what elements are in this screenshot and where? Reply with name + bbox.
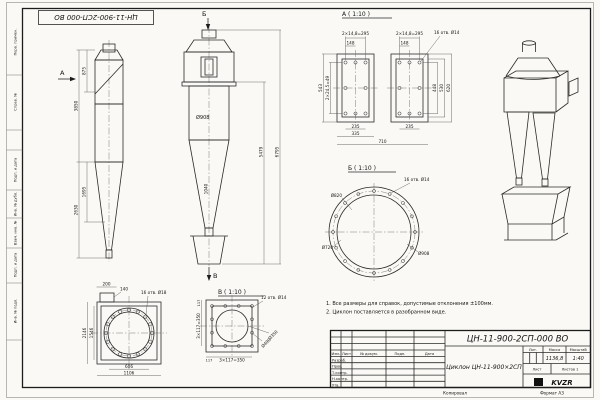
- section-b: Б ( 1:10 ) Ø820 16 отв. Ø14 Ø720 Ø908: [322, 165, 430, 281]
- dim-text: 2146: [82, 327, 87, 338]
- dim-text: Ø490: [260, 337, 272, 349]
- dim-text: 1040: [204, 183, 209, 194]
- dim-text: 6795: [275, 146, 280, 157]
- isometric-view: [500, 40, 579, 241]
- dim-text: 448: [432, 84, 437, 92]
- margin-label: Инв. № дубл.: [14, 192, 18, 217]
- base-detail: 200 140 16 отв. Ø18 2146 1546 606 1106: [82, 282, 167, 376]
- dim-text: 606: [125, 364, 133, 369]
- tb-role: Разраб.: [332, 359, 346, 363]
- tb-role: Т.контр.: [331, 371, 348, 375]
- tb-label: Масштаб: [570, 348, 588, 352]
- margin-column: Перв. примен. Справ. № Подп. и дата Инв.…: [6, 29, 23, 341]
- tb-header: Лист: [342, 352, 351, 356]
- margin-label: Перв. примен.: [14, 29, 18, 56]
- dim-text: 530: [439, 84, 444, 92]
- dim-text: Ø350: [267, 329, 279, 341]
- dim-text: 2630: [74, 204, 79, 215]
- section-a: А ( 1:10 ) 2×14,8=295 2×14,8=295 148 148…: [318, 11, 460, 145]
- tb-label: Масса: [549, 348, 560, 352]
- margin-label: Взам. инв. №: [14, 221, 18, 246]
- margin-label: Инв. № подл.: [14, 299, 18, 324]
- dim-text: 148: [347, 41, 355, 46]
- dim-text: 117: [197, 300, 201, 307]
- tb-role: Утв.: [332, 383, 340, 387]
- dim-text: 235: [406, 124, 414, 129]
- section-v: В ( 1:10 ) 12 отв. Ø14 117 3×117=350 117…: [196, 289, 287, 363]
- dim-text: 875: [82, 67, 87, 75]
- note-line: 2. Циклон поставляется в разобранном вид…: [326, 310, 447, 316]
- tb-product-name: Циклон ЦН-11-900×2СП: [446, 364, 522, 371]
- margin-label: Подп. и дата: [14, 253, 18, 277]
- copied-note: Копировал: [443, 391, 467, 396]
- view-arrow-label-b: Б: [202, 10, 206, 18]
- tb-role: Н.контр.: [332, 377, 348, 381]
- view-front: А 875 3850 1695 2630: [58, 40, 124, 262]
- dim-text: 235: [352, 124, 360, 129]
- holes-note: 16 отв. Ø18: [141, 290, 167, 295]
- dim-text: Ø908: [418, 251, 430, 256]
- dim-text: Ø820: [331, 193, 343, 198]
- dim-text: 335: [352, 131, 360, 136]
- tb-sheets-label: Листов 1: [562, 368, 579, 372]
- sheet-footer: Копировал Формат А3: [443, 391, 564, 396]
- dim-text: 2×14,8=295: [396, 31, 423, 36]
- tb-header: Подп.: [395, 352, 406, 356]
- dim-text: 3×117=350: [196, 313, 201, 339]
- holes-note: 16 отв. Ø14: [434, 30, 460, 35]
- view-main: Б Ø908 1040 В 5479 6795: [181, 10, 281, 281]
- stamp-rotated: ЦН-11-900-2СП-000 ВО: [38, 10, 154, 25]
- section-title: Б ( 1:10 ): [348, 165, 376, 172]
- logo-mark: [534, 378, 543, 386]
- tb-header: Изм.: [331, 352, 339, 356]
- drawing-frame: [6, 2, 594, 398]
- view-arrow-label-a: А: [60, 69, 65, 77]
- dim-text: 543: [318, 84, 323, 92]
- dim-text: 1695: [82, 186, 87, 197]
- title-block: Изм. Лист № докум. Подп. Дата Разраб. Пр…: [329, 329, 592, 389]
- dim-text: 620: [446, 84, 451, 92]
- dim-text: 148: [401, 41, 409, 46]
- dim-text: 1546: [89, 327, 94, 338]
- tb-role: Пров.: [332, 365, 342, 369]
- dim-text: 710: [379, 139, 387, 144]
- dim-text: Ø908: [196, 114, 209, 121]
- tb-label: Лит.: [529, 348, 537, 352]
- tb-mass-value: 1136,8: [546, 356, 564, 362]
- dim-text: Ø720: [322, 245, 334, 250]
- holes-note: 16 отв. Ø14: [404, 177, 430, 182]
- format-note: Формат А3: [540, 391, 564, 396]
- dim-text: 5479: [259, 146, 264, 157]
- stamp-text: ЦН-11-900-2СП-000 ВО: [54, 13, 138, 21]
- note-line: 1. Все размеры для справок, допустимые о…: [326, 301, 493, 307]
- dim-text: 1106: [124, 371, 135, 376]
- dim-text: 3×117=350: [219, 358, 245, 363]
- tb-header: № докум.: [360, 352, 378, 356]
- section-title: В ( 1:10 ): [218, 289, 246, 296]
- tb-designation: ЦН-11-900-2СП-000 ВО: [467, 335, 569, 345]
- dim-text: 3850: [74, 100, 79, 111]
- tb-header: Дата: [425, 352, 434, 356]
- dim-text: 2×14,8=295: [342, 31, 369, 36]
- dim-text: 200: [103, 282, 111, 287]
- holes-note: 12 отв. Ø14: [261, 295, 287, 300]
- dim-text: 140: [120, 287, 128, 292]
- tb-scale-value: 1:40: [573, 356, 584, 362]
- tb-sheet-label: Лист: [532, 368, 541, 372]
- margin-label: Справ. №: [14, 93, 18, 111]
- logo-text: KVZR: [551, 379, 572, 387]
- margin-label: Подп. и дата: [14, 158, 18, 182]
- dim-text: 117: [206, 359, 213, 363]
- notes: 1. Все размеры для справок, допустимые о…: [326, 301, 493, 316]
- view-arrow-label-v: В: [213, 272, 217, 280]
- dim-text: 2×24,5=49: [325, 76, 330, 101]
- section-title: А ( 1:10 ): [342, 11, 370, 18]
